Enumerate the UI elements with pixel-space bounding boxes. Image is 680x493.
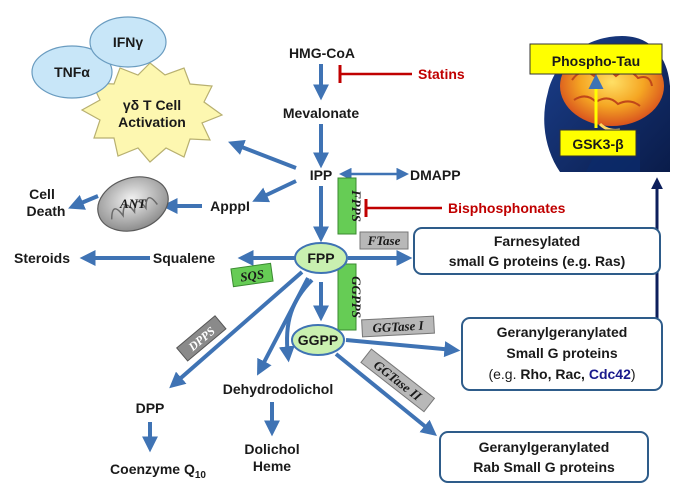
farnesylated-line1: Farnesylated [494,233,580,249]
gg-proteins-line3: (e.g. Rho, Rac, Cdc42) [488,366,635,382]
dpps-enzyme-tag [176,315,227,362]
sqs-enzyme-tag [230,262,274,288]
rab-small-g-proteins-box [439,431,649,483]
gg-proteins-line1: Geranylgeranylated [497,324,628,340]
ggpp-to-gg-proteins-arrow [345,338,461,358]
fpp-to-dpp-arrow [169,270,304,389]
cell-death-label-line1: Cell [29,186,55,202]
ggpp-to-rab-arrow [334,352,437,437]
ipp-to-immune-arrow [228,140,297,170]
ant-to-cell-death-arrow [68,194,99,210]
rab-proteins-line1: Geranylgeranylated [479,439,610,455]
gsk3-beta-callout [559,129,637,157]
activation-label-line1: γδ T Cell [123,97,181,113]
ifn-gamma-label: IFNγ [113,34,144,50]
fpp-to-heme-arrow [278,278,314,363]
ggtase1-enzyme-label: GGTase I [372,318,425,336]
ipp-to-appl-arrow [252,179,297,203]
dmapp-label: DMAPP [410,167,461,183]
gg-small-g-proteins-box [461,317,663,391]
steroids-label: Steroids [14,250,70,266]
farnesylated-box [413,227,661,275]
fpps-enzyme-tag [337,177,357,235]
tnf-alpha-cloud [31,45,113,99]
ipp-label: IPP [310,167,333,183]
squalene-label: Squalene [153,250,215,266]
gsk3-beta-label: GSK3-β [572,136,624,152]
fpp-label: FPP [307,250,334,266]
ggpps-enzyme-label: GGPPS [349,276,364,318]
ggpp-label: GGPP [298,332,338,348]
appl-label: ApppI [210,198,250,214]
ftase-enzyme-tag [359,231,409,250]
mevalonate-label: Mevalonate [283,105,359,121]
mitochondrion-illustration [97,176,169,232]
bisphosphonates-label: Bisphosphonates [448,200,566,216]
dehydrodolichol-label: Dehydrodolichol [223,381,333,397]
hmgcoa-label: HMG-CoA [289,45,355,61]
phospho-tau-label: Phospho-Tau [552,53,640,69]
ggtase1-enzyme-tag [361,315,435,338]
fpp-node [294,242,348,274]
ggtase2-enzyme-label: GGTase II [371,357,425,404]
fpps-enzyme-label: FPPS [349,189,364,222]
ggtase2-enzyme-tag [360,348,436,413]
activation-label-line2: Activation [118,114,186,130]
tnf-alpha-label: TNFα [54,64,90,80]
statins-label: Statins [418,66,465,82]
gg-proteins-line2: Small G proteins [506,345,617,361]
bisphosphonates-inhibition [364,199,442,217]
ant-enzyme-label: ANT [119,196,147,211]
sqs-enzyme-label: SQS [239,266,265,284]
phospho-tau-callout [529,43,663,75]
cell-death-label-line2: Death [27,203,66,219]
ftase-enzyme-label: FTase [367,233,401,248]
heme-label: Heme [253,458,291,474]
ggpp-node [291,324,345,356]
statins-inhibition [338,65,412,83]
rab-proteins-line2: Rab Small G proteins [473,459,615,475]
dpp-label: DPP [136,400,165,416]
farnesylated-line2: small G proteins (e.g. Ras) [449,253,626,269]
coenzyme-q10-label: Coenzyme Q10 [110,461,206,481]
ggpps-enzyme-tag [337,263,357,331]
ifn-gamma-cloud [89,16,167,68]
dolichol-label: Dolichol [244,441,299,457]
